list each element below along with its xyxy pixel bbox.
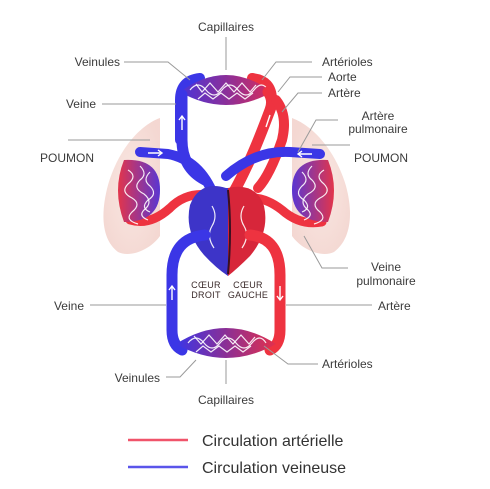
label-coeur-gauche-2: GAUCHE bbox=[228, 290, 268, 300]
label-veine-pulmonaire-2: pulmonaire bbox=[356, 274, 416, 288]
label-capillaires-top: Capillaires bbox=[198, 20, 254, 34]
label-veinules-bottom: Veinules bbox=[115, 371, 160, 385]
label-arterioles-bottom: Artérioles bbox=[322, 357, 373, 371]
label-coeur-gauche-1: CŒUR bbox=[233, 280, 263, 290]
upper-capillary-network bbox=[175, 73, 277, 145]
label-artere-pulmonaire-2: pulmonaire bbox=[348, 122, 408, 136]
legend-label-venous: Circulation veineuse bbox=[202, 460, 346, 477]
label-artere-pulmonaire-1: Artère bbox=[362, 109, 395, 123]
left-lung-capillaries bbox=[118, 159, 160, 225]
leader-lines bbox=[68, 37, 372, 384]
aorta-outer bbox=[253, 95, 289, 193]
label-coeur-droit-1: CŒUR bbox=[191, 280, 221, 290]
label-poumon-left: POUMON bbox=[40, 151, 94, 165]
flow-arrows bbox=[148, 114, 312, 302]
vena-cava-lower bbox=[166, 229, 211, 356]
label-veine-bottom: Veine bbox=[54, 299, 84, 313]
label-artere-top: Artère bbox=[328, 86, 361, 100]
label-coeur-droit-2: DROIT bbox=[191, 290, 221, 300]
right-lung-capillaries bbox=[292, 159, 334, 225]
label-veinules-top: Veinules bbox=[75, 55, 120, 69]
label-veine-pulmonaire-1: Veine bbox=[371, 260, 401, 274]
legend-label-arterial: Circulation artérielle bbox=[202, 433, 343, 450]
pulmonary-artery-right bbox=[221, 146, 325, 181]
label-veine-top: Veine bbox=[66, 97, 96, 111]
label-arterioles-top: Artérioles bbox=[322, 55, 373, 69]
label-capillaires-bottom: Capillaires bbox=[198, 393, 254, 407]
label-poumon-right: POUMON bbox=[354, 151, 408, 165]
label-artere-bottom: Artère bbox=[378, 299, 411, 313]
legend: Circulation artérielle Circulation veine… bbox=[128, 433, 346, 477]
lower-capillary-network bbox=[176, 328, 276, 358]
aorta-descending bbox=[244, 229, 286, 356]
label-aorte: Aorte bbox=[328, 70, 357, 84]
